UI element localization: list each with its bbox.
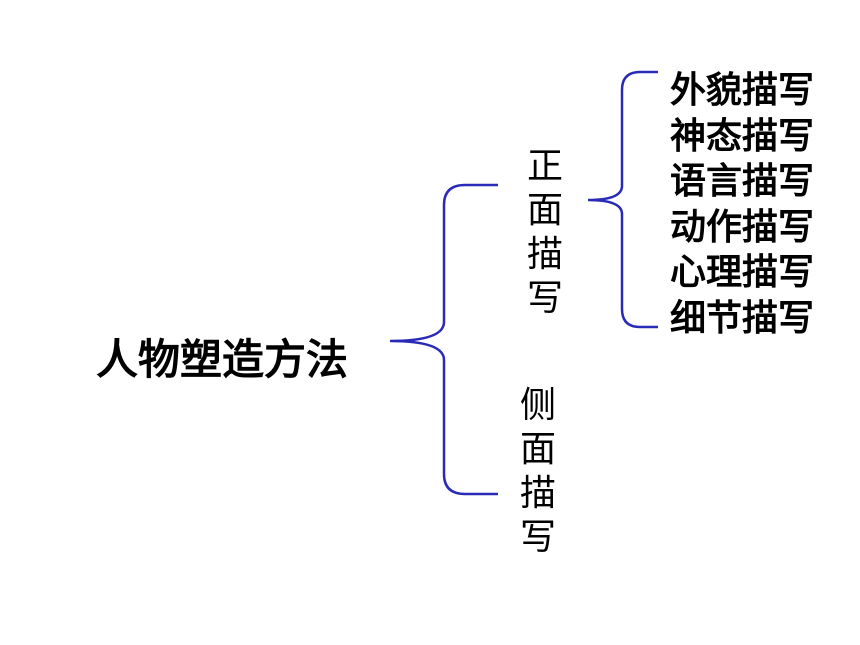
vertical-char: 侧	[519, 385, 556, 426]
leaf-action: 动作描写	[670, 206, 815, 248]
leaf-language: 语言描写	[670, 161, 815, 202]
branch-front-description: 正面描写	[523, 145, 567, 321]
vertical-char: 写	[526, 278, 563, 319]
root-bracket	[389, 183, 498, 496]
leaf-expression: 神态描写	[670, 115, 815, 157]
leaf-appearance: 外貌描写	[670, 70, 815, 111]
root-node: 人物塑造方法	[96, 335, 349, 384]
vertical-char: 正	[526, 146, 563, 187]
front-bracket	[587, 70, 658, 329]
vertical-char: 描	[526, 234, 563, 275]
leaf-detail: 细节描写	[670, 297, 815, 339]
vertical-char: 面	[526, 190, 563, 231]
vertical-char: 面	[519, 429, 556, 470]
front-description-list: 外貌描写 神态描写 语言描写 动作描写 心理描写 细节描写	[670, 68, 814, 341]
vertical-char: 描	[519, 473, 556, 514]
leaf-psychology: 心理描写	[670, 252, 815, 293]
branch-side-description: 侧面描写	[516, 384, 560, 560]
vertical-char: 写	[519, 517, 556, 558]
